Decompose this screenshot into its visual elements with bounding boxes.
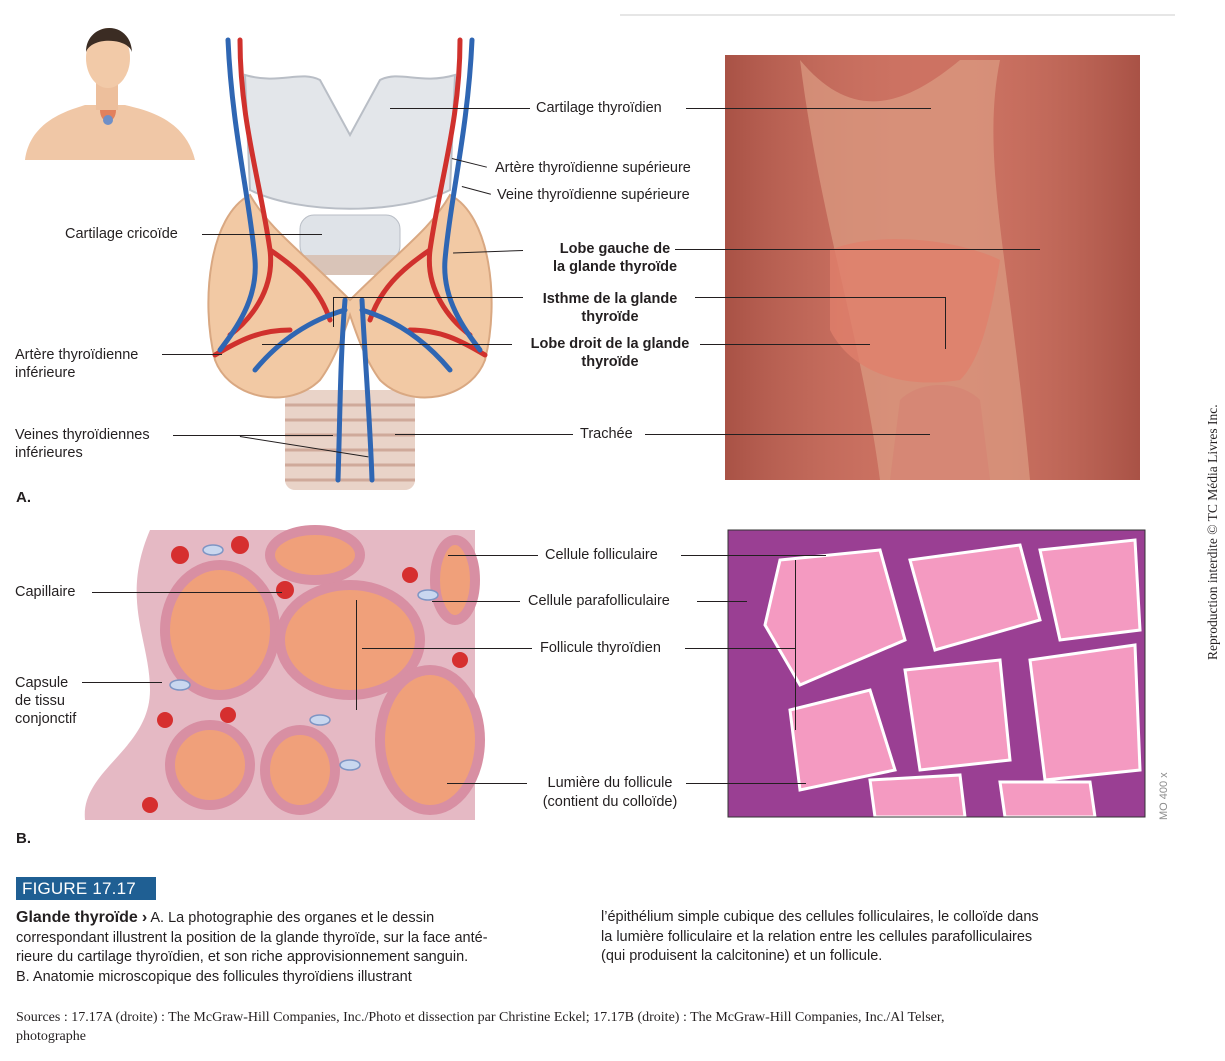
leader-follicular-cell-left xyxy=(448,555,538,556)
label-superior-artery: Artère thyroïdienne supérieure xyxy=(495,160,691,176)
leader-left-lobe-right xyxy=(675,249,1040,250)
label-thyroid-follicle: Follicule thyroïdien xyxy=(540,640,661,656)
follicle-drawing xyxy=(84,525,485,820)
leader-capillary xyxy=(92,592,282,593)
leader-follicle-right xyxy=(685,648,795,649)
caption-right: l’épithélium simple cubique des cellules… xyxy=(601,908,1161,967)
caption-left-text-1: A. La photographie des organes et le des… xyxy=(150,910,435,926)
leader-inferior-artery xyxy=(162,354,222,355)
label-cricoid: Cartilage cricoïde xyxy=(65,226,178,242)
caption-left-line-4: B. Anatomie microscopique des follicules… xyxy=(16,968,412,985)
label-parafollicular-cell: Cellule parafolliculaire xyxy=(528,593,670,609)
label-thyroid-cartilage: Cartilage thyroïdien xyxy=(536,100,662,116)
leader-right-lobe-right xyxy=(700,344,870,345)
label-left-lobe-1: Lobe gauche de xyxy=(559,241,671,257)
label-isthmus-1: Isthme de la glande xyxy=(542,291,678,307)
leader-parafollicular-right xyxy=(697,601,747,602)
label-follicular-cell: Cellule folliculaire xyxy=(545,547,658,563)
histology-photo xyxy=(727,529,1146,819)
leader-thyroid-cartilage-right xyxy=(686,108,931,109)
label-capillary: Capillaire xyxy=(15,584,76,600)
leader-follicular-cell-right xyxy=(681,555,826,556)
label-capsule-1: Capsule xyxy=(15,675,69,691)
panel-a-letter: A. xyxy=(16,489,31,506)
leader-lumen-left xyxy=(447,783,527,784)
leader-inferior-veins-a xyxy=(173,435,333,436)
leader-parafollicular-left xyxy=(432,601,520,602)
caption-title: Glande thyroïde xyxy=(16,909,138,926)
leader-follicle-right-v xyxy=(795,560,796,730)
thyroid-drawing xyxy=(207,37,493,490)
label-right-lobe-1: Lobe droit de la glande xyxy=(530,336,690,352)
label-superior-vein: Veine thyroïdienne supérieure xyxy=(497,187,690,203)
label-inferior-artery-2: inférieure xyxy=(15,365,76,381)
caption-left-line-3: rieure du cartilage thyroïdien, et son r… xyxy=(16,949,469,965)
leader-trachea-right xyxy=(645,434,930,435)
panel-b-letter: B. xyxy=(16,830,31,847)
leader-isthmus-right-drop xyxy=(945,297,946,349)
person-thumbnail xyxy=(25,27,195,160)
caption-right-line-3: (qui produisent la calcitonine) et un fo… xyxy=(601,948,883,964)
panel-a-illustration xyxy=(25,14,1175,490)
leader-follicle-left-v xyxy=(356,600,357,710)
label-inferior-veins-1: Veines thyroïdiennes xyxy=(15,427,150,443)
sources-credit: Sources : 17.17A (droite) : The McGraw-H… xyxy=(16,1008,1186,1046)
caption-right-line-2: la lumière folliculaire et la relation e… xyxy=(601,928,1033,945)
label-inferior-artery-1: Artère thyroïdienne xyxy=(15,347,139,363)
label-trachea: Trachée xyxy=(580,426,633,442)
caption-left: Glande thyroïde › A. La photographie des… xyxy=(16,908,576,987)
leader-cricoid xyxy=(202,234,322,235)
leader-isthmus-left xyxy=(333,297,523,298)
dissection-photo xyxy=(725,55,1140,480)
leader-follicle-left xyxy=(362,648,532,649)
leader-capsule xyxy=(82,682,162,683)
label-left-lobe-2: la glande thyroïde xyxy=(552,259,678,275)
label-capsule-3: conjonctif xyxy=(15,711,77,727)
panel-b-illustration xyxy=(84,525,1146,820)
caption-right-line-1: l’épithélium simple cubique des cellules… xyxy=(601,909,1039,925)
caption-arrow: › xyxy=(141,909,148,926)
sources-line-1: Sources : 17.17A (droite) : The McGraw-H… xyxy=(16,1010,945,1025)
copyright-notice: Reproduction interdite © TC Média Livres… xyxy=(1205,404,1220,660)
label-lumen-1: Lumière du follicule xyxy=(547,775,673,791)
magnification-label: MO 400 x xyxy=(1158,772,1170,820)
leader-thyroid-cartilage-left xyxy=(390,108,530,109)
leader-right-lobe-left xyxy=(262,344,512,345)
caption-left-line-1: Glande thyroïde › A. La photographie des… xyxy=(16,908,576,929)
leader-trachea-left xyxy=(395,434,573,435)
leader-isthmus-left-drop xyxy=(333,297,334,327)
leader-lumen-right xyxy=(686,783,806,784)
label-lumen-2: (contient du colloïde) xyxy=(542,794,678,810)
label-right-lobe-2: thyroïde xyxy=(581,354,639,370)
label-capsule-2: de tissu xyxy=(15,693,65,709)
sources-line-2: photographe xyxy=(16,1029,86,1044)
label-isthmus-2: thyroïde xyxy=(581,309,639,325)
label-inferior-veins-2: inférieures xyxy=(15,445,83,461)
leader-isthmus-right xyxy=(695,297,945,298)
caption-left-line-2: correspondant illustrent la position de … xyxy=(16,929,488,946)
figure-badge: FIGURE 17.17 xyxy=(16,877,156,900)
